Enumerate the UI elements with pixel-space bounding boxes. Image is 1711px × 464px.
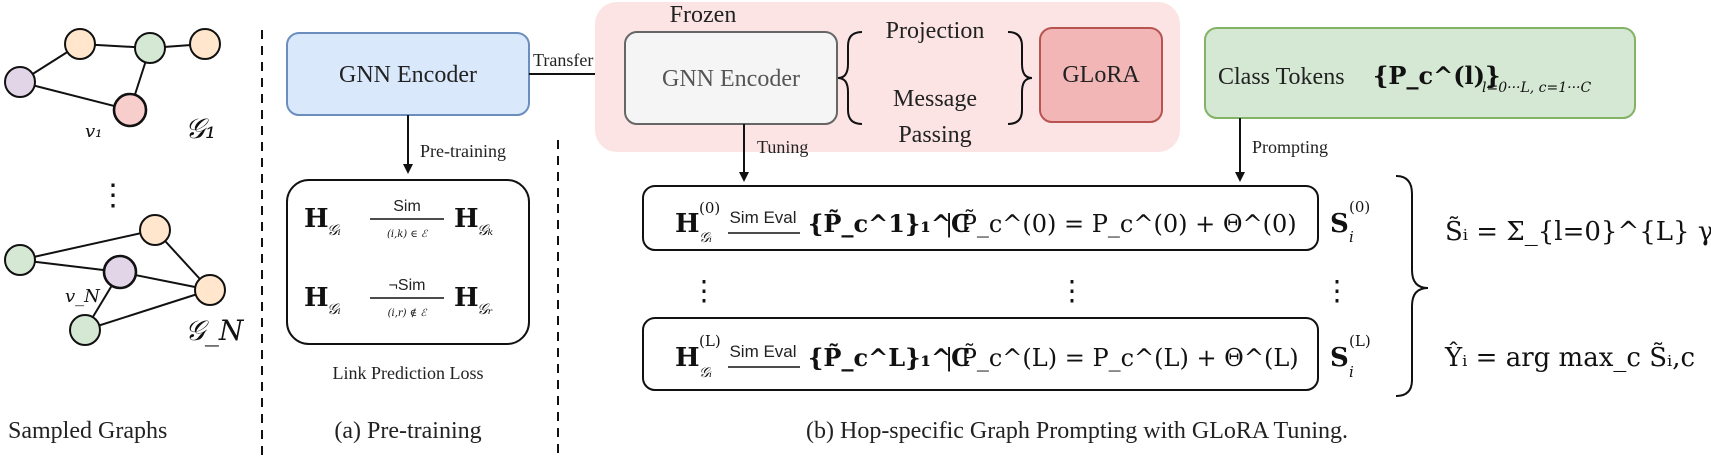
rowL-h-sup: (L) bbox=[699, 332, 721, 350]
sampled-graphs-caption: Sampled Graphs bbox=[8, 418, 167, 444]
h-gk-sub: 𝒢ₖ bbox=[477, 221, 494, 239]
rowL-sim-eval: Sim Eval bbox=[729, 342, 796, 361]
rowL-s-sup: (L) bbox=[1349, 332, 1371, 350]
pretrain-encoder-label: GNN Encoder bbox=[339, 62, 477, 88]
rows-dots-3: ⋮ bbox=[1323, 274, 1351, 307]
row0-h-sup: (0) bbox=[699, 199, 720, 217]
h-gi-2-sub: 𝒢ᵢ bbox=[327, 300, 341, 318]
passing-label: Passing bbox=[898, 122, 971, 148]
row0-equation: | P̃_c^(0) = P_c^(0) + Θ^(0) bbox=[945, 210, 1297, 239]
row0-h: H bbox=[675, 209, 700, 239]
right-brace bbox=[1007, 31, 1033, 125]
class-tokens-range: l=0···L, c=1···C bbox=[1482, 80, 1591, 96]
class-tokens-formula: {P_c^(l)} bbox=[1373, 61, 1500, 90]
class-tokens-label: Class Tokens bbox=[1218, 64, 1345, 90]
pretraining-arrow-label: Pre-training bbox=[420, 141, 506, 161]
graph-g1 bbox=[4, 28, 221, 128]
link-prediction-box bbox=[286, 179, 530, 345]
frozen-title: Frozen bbox=[670, 2, 737, 28]
rowL-s-sub: i bbox=[1349, 363, 1354, 381]
rows-dots-2: ⋮ bbox=[1058, 274, 1086, 307]
rowL-s: S bbox=[1330, 343, 1349, 373]
s-tilde-equation: S̃ᵢ = Σ_{l=0}^{L} γ^(l) Sᵢ^(l) bbox=[1445, 216, 1711, 247]
row0-h-sub: 𝒢ᵢ bbox=[699, 230, 712, 246]
rows-dots-1: ⋮ bbox=[690, 274, 718, 307]
h-gi-2: H bbox=[304, 283, 329, 313]
link-prediction-loss-label: Link Prediction Loss bbox=[333, 363, 484, 383]
tuning-label: Tuning bbox=[757, 137, 808, 157]
rowL-h: H bbox=[675, 343, 700, 373]
h-gk: H bbox=[454, 204, 479, 234]
row0-s-sup: (0) bbox=[1349, 198, 1370, 216]
not-sim-label: ¬Sim bbox=[389, 277, 426, 294]
h-gi-1: H bbox=[304, 204, 329, 234]
hop-row-L bbox=[642, 317, 1319, 391]
rowL-equation: | P̃_c^(L) = P_c^(L) + Θ^(L) bbox=[945, 344, 1299, 373]
pretraining-caption: (a) Pre-training bbox=[334, 418, 481, 444]
prompting-label: Prompting bbox=[1252, 137, 1328, 157]
class-tokens-box bbox=[1204, 27, 1636, 119]
sim-label: Sim bbox=[393, 198, 421, 215]
row0-set: {P̃_c^1}₁^C bbox=[808, 209, 970, 238]
row0-s: S bbox=[1330, 209, 1349, 239]
h-gr: H bbox=[454, 283, 479, 313]
row0-s-sub: i bbox=[1349, 228, 1354, 246]
left-brace bbox=[837, 31, 863, 125]
h-gr-sub: 𝒢ᵣ bbox=[477, 300, 493, 318]
aggregation-brace bbox=[1395, 175, 1429, 397]
y-hat-equation: Ŷᵢ = arg max_c S̃ᵢ,c bbox=[1444, 341, 1695, 373]
caption-b: (b) Hop-specific Graph Prompting with GL… bbox=[806, 418, 1348, 444]
gn-label: 𝒢_N bbox=[185, 314, 245, 347]
g1-label: 𝒢₁ bbox=[185, 112, 216, 145]
not-sim-condition: (i,r) ∉ ℰ bbox=[388, 308, 428, 319]
g1-node-label: v₁ bbox=[85, 121, 102, 142]
frozen-encoder-box bbox=[624, 31, 838, 125]
graph-gn bbox=[4, 214, 226, 346]
rowL-h-sub: 𝒢ᵢ bbox=[699, 365, 712, 381]
row0-sim-eval: Sim Eval bbox=[729, 208, 796, 227]
message-label: Message bbox=[893, 86, 977, 112]
frozen-encoder-label: GNN Encoder bbox=[662, 66, 800, 92]
hop-row-0 bbox=[642, 185, 1319, 251]
rowL-set: {P̃_c^L}₁^C bbox=[808, 343, 970, 372]
glora-box bbox=[1039, 27, 1163, 123]
graphs-dots: ⋮ bbox=[98, 178, 128, 213]
h-gi-1-sub: 𝒢ᵢ bbox=[327, 221, 341, 239]
glora-label: GLoRA bbox=[1062, 62, 1140, 88]
projection-label: Projection bbox=[886, 18, 985, 44]
gn-node-label: v_N bbox=[65, 286, 101, 307]
sim-condition: (i,k) ∈ ℰ bbox=[387, 229, 428, 240]
transfer-label: Transfer bbox=[533, 50, 593, 70]
